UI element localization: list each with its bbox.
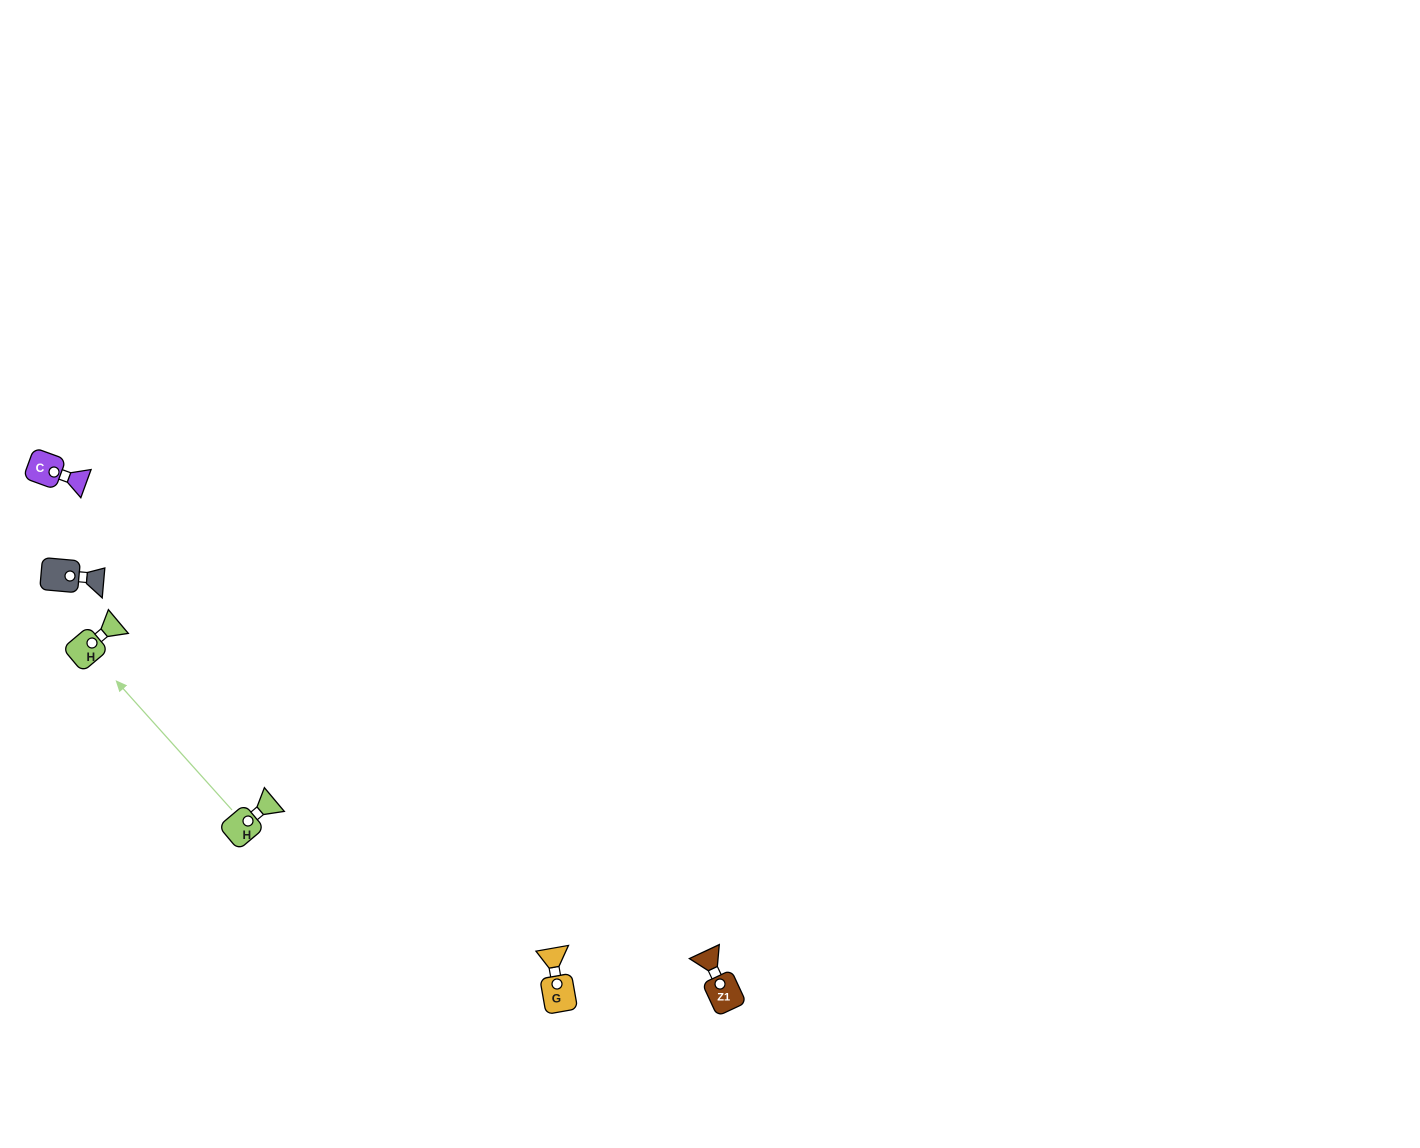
camera-lens xyxy=(688,943,721,972)
camera-c[interactable]: C xyxy=(23,448,93,499)
camera-lens xyxy=(100,608,130,638)
camera-move-arrow xyxy=(115,680,233,811)
camera-h-2-label: H xyxy=(242,828,251,842)
camera-dot xyxy=(714,978,726,990)
camera-lens xyxy=(534,944,570,969)
camera-lens xyxy=(256,786,286,816)
camera-dot xyxy=(86,637,98,649)
camera-lens xyxy=(85,567,106,600)
camera-h-1[interactable]: H xyxy=(62,608,130,674)
camera-dot xyxy=(64,570,76,582)
camera-h-2[interactable]: H xyxy=(218,786,286,852)
camera-g-label: G xyxy=(552,991,561,1005)
camera-dot xyxy=(242,815,254,827)
camera-c-label: C xyxy=(36,461,45,475)
camera-z1[interactable]: Z1 xyxy=(688,943,746,1017)
camera-h-1-label: H xyxy=(86,650,95,664)
camera-g[interactable]: G xyxy=(534,944,580,1014)
camera-dot xyxy=(551,978,563,990)
camera-lens xyxy=(66,468,93,499)
camera-z1-label: Z1 xyxy=(717,992,730,1004)
camera-gray[interactable] xyxy=(39,557,106,600)
camera-body xyxy=(24,449,65,488)
camera-dot xyxy=(48,466,60,478)
